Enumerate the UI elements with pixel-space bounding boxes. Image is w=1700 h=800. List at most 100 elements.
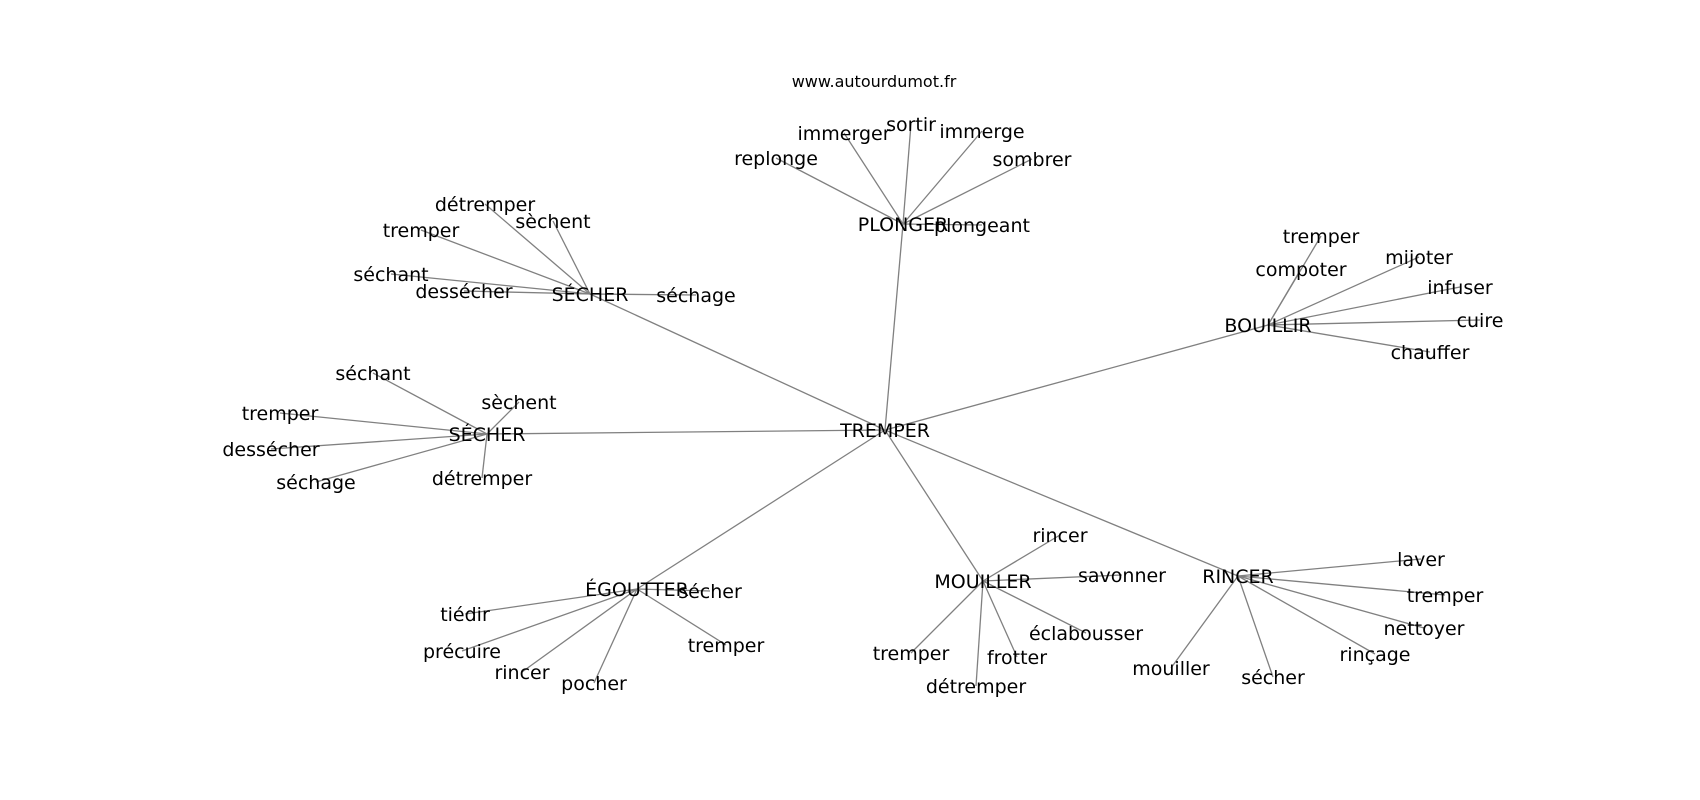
leaf-node: rincer [494,662,549,684]
edge-hub-leaf [390,273,591,295]
edge-hub-leaf [1267,319,1481,326]
edge-hub-leaf [902,123,912,225]
edge-hub-leaf [636,588,727,646]
edge-center-hub [486,429,886,435]
hub-node: PLONGER [858,214,948,236]
leaf-node: séchage [656,285,735,307]
leaf-node: compoter [1255,259,1346,281]
leaf-node: tremper [383,220,460,242]
edge-hub-leaf [1237,575,1425,629]
source-label: www.autourdumot.fr [792,72,957,91]
leaf-node: sortir [886,114,936,136]
leaf-node: immerger [797,123,890,145]
edge-hub-leaf [1237,575,1274,678]
edge-hub-leaf [270,433,488,450]
edge-hub-leaf [775,157,904,225]
leaf-node: détremper [432,468,533,490]
leaf-node: détremper [926,676,1027,698]
edge-center-hub [884,324,1269,431]
leaf-node: rinçage [1340,644,1411,666]
leaf-node: sombrer [993,149,1072,171]
edge-center-hub [884,429,984,582]
hub-node: RINCER [1202,566,1274,588]
leaf-node: dessécher [415,281,512,303]
edge-hub-leaf [589,293,697,296]
edge-hub-leaf [982,534,1061,582]
edges [270,123,1481,687]
edge-hub-leaf [420,229,591,295]
hub-node: SÉCHER [449,423,526,446]
hub-node: SÉCHER [552,283,629,306]
edge-hub-leaf [975,580,984,687]
leaf-node: plongeant [934,215,1030,237]
leaf-node: séchage [276,472,355,494]
edge-hub-leaf [1237,575,1376,655]
edge-hub-leaf [1237,575,1446,596]
center-node: TREMPER [839,420,930,442]
edge-hub-leaf [1170,575,1239,669]
leaf-node: rincer [1032,525,1087,547]
leaf-node: chauffer [1391,342,1470,364]
edge-hub-leaf [481,433,488,479]
edge-hub-leaf [484,203,591,295]
edge-hub-leaf [902,223,983,226]
edge-hub-leaf [1267,268,1302,326]
leaf-node: séchant [353,264,428,286]
leaf-node: savonner [1078,565,1166,587]
edge-center-hub [636,429,886,590]
leaf-node: précuire [423,641,501,663]
leaf-node: mijoter [1385,247,1453,269]
edge-center-hub [884,429,1239,577]
leaf-node: éclabousser [1029,623,1143,645]
leaf-node: sécher [1241,667,1305,689]
edge-hub-leaf [636,588,711,592]
edge-hub-leaf [902,158,1033,225]
hub-node: MOUILLER [934,571,1031,593]
leaf-node: laver [1397,549,1445,571]
edge-hub-leaf [463,290,591,295]
leaf-node: tremper [242,403,319,425]
leaf-node: tremper [688,635,765,657]
hub-node: ÉGOUTTER [585,578,689,601]
leaf-node: séchant [335,363,410,385]
leaf-node: dessécher [222,439,319,461]
leaf-node: replonge [734,148,818,170]
edge-hub-leaf [486,401,520,435]
edge-hub-leaf [521,588,638,673]
edge-hub-leaf [982,580,1087,634]
edge-hub-leaf [372,372,488,435]
leaf-node: nettoyer [1383,618,1464,640]
edge-hub-leaf [1267,324,1431,353]
edge-hub-leaf [1267,286,1461,326]
edge-hub-leaf [461,588,638,652]
edge-hub-leaf [982,580,1018,658]
edge-hub-leaf [1267,256,1420,326]
edge-hub-leaf [1237,558,1422,577]
leaf-node: tremper [873,643,950,665]
edge-hub-leaf [279,412,488,435]
leaf-node: sèchent [515,211,590,233]
edge-hub-leaf [464,588,638,615]
leaf-node: tremper [1283,226,1360,248]
edge-center-hub [589,293,886,431]
edge-hub-leaf [982,574,1123,582]
leaf-node: détremper [435,194,536,216]
leaf-node: pocher [561,673,627,695]
leaf-node: mouiller [1132,658,1210,680]
leaf-node: sécher [678,581,742,603]
leaf-node: frotter [987,647,1047,669]
edge-hub-leaf [552,220,591,295]
edge-hub-leaf [315,433,488,483]
leaf-node: sèchent [481,392,556,414]
edge-hub-leaf [843,132,904,225]
edge-hub-leaf [593,588,638,684]
leaf-node: infuser [1427,277,1493,299]
leaf-node: tremper [1407,585,1484,607]
leaf-node: immerge [939,121,1024,143]
edge-center-hub [884,223,904,431]
hub-node: BOUILLIR [1224,315,1311,337]
leaf-node: cuire [1457,310,1504,332]
leaf-node: tiédir [440,604,490,626]
